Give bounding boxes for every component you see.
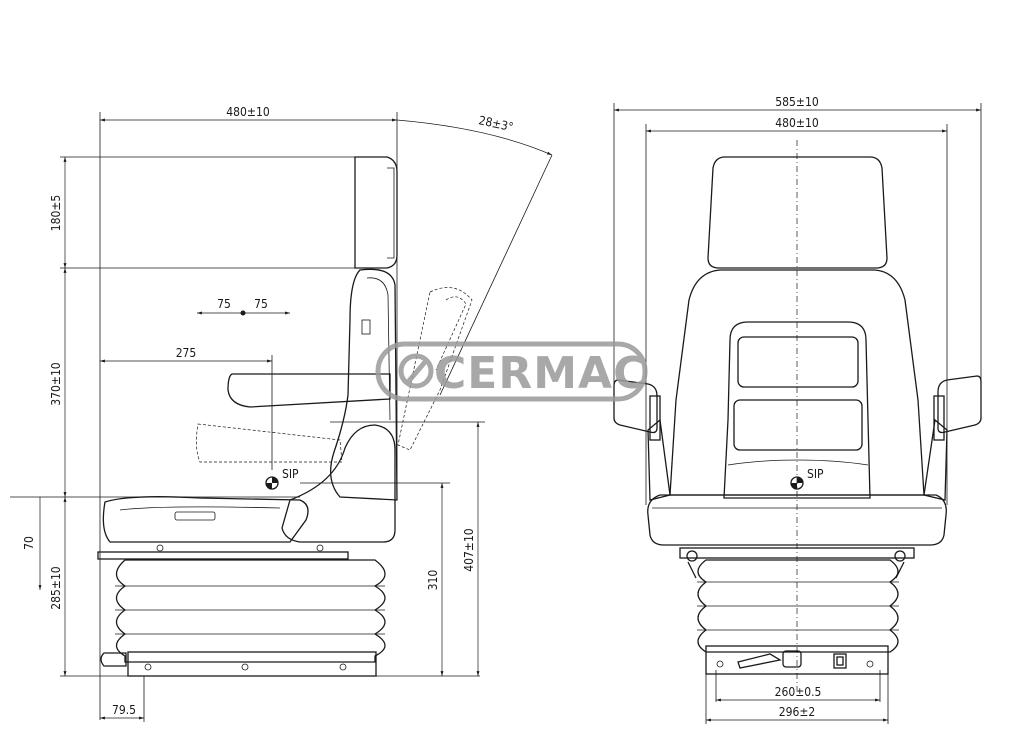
base-to-armrest-dimension: 407±10 bbox=[462, 528, 476, 572]
suspension-travel-dimension: 70 bbox=[22, 536, 36, 550]
front-view: 585±10 480±10 260±0.5 296±2 bbox=[613, 95, 982, 724]
backrest-height-dimension: 370±10 bbox=[49, 362, 63, 406]
backrest-angle-dimension: 28±3° bbox=[477, 113, 514, 134]
armrest-reach-dimension: 275 bbox=[176, 346, 197, 360]
front-overall-width: 585±10 bbox=[775, 95, 819, 109]
cermac-logo: CERMAC bbox=[375, 341, 648, 402]
side-view: 480±10 28±3° 180±5 370±10 70 285±10 310 … bbox=[10, 105, 553, 722]
sip-label-side: SIP bbox=[282, 467, 299, 481]
rail-spacing-dimension: 260±0.5 bbox=[775, 685, 822, 699]
side-width-dimension: 480±10 bbox=[226, 105, 270, 119]
armrest-right-offset: 75 bbox=[254, 297, 268, 311]
base-to-sip-dimension: 310 bbox=[426, 570, 440, 591]
front-seat-width: 480±10 bbox=[775, 116, 819, 130]
sip-label-front: SIP bbox=[807, 467, 824, 481]
logo-text: CERMAC bbox=[434, 348, 646, 399]
base-width-dimension: 296±2 bbox=[779, 705, 816, 719]
armrest-left-offset: 75 bbox=[217, 297, 231, 311]
headrest-height-dimension: 180±5 bbox=[49, 195, 63, 232]
mount-offset-dimension: 79.5 bbox=[112, 703, 136, 717]
seat-height-dimension: 285±10 bbox=[49, 566, 63, 610]
